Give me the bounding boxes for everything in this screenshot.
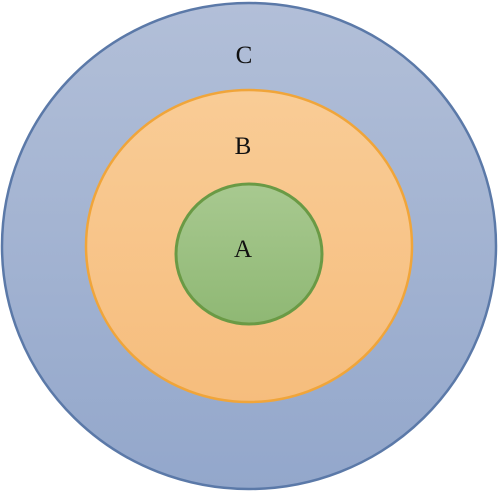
circle-a-label: A <box>234 236 252 263</box>
circle-a <box>174 182 324 326</box>
circle-c-label: C <box>236 42 253 69</box>
circle-b-label: B <box>235 133 252 160</box>
circle-a-group: A <box>174 182 324 326</box>
